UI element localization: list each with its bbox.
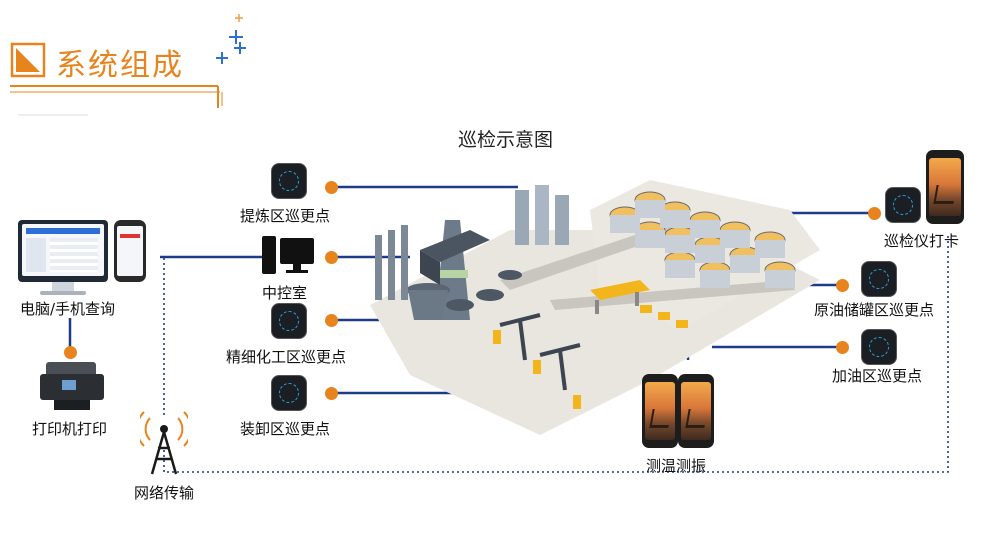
inspector-sensor-icon xyxy=(886,188,920,222)
refining-dot xyxy=(325,181,338,194)
refining-label: 提炼区巡更点 xyxy=(240,207,331,225)
section-title: 系统组成 xyxy=(56,48,184,83)
inspector-phone xyxy=(926,150,964,224)
diagram-title: 巡检示意图 xyxy=(458,129,554,151)
monitor-base xyxy=(40,291,86,295)
fine-chem-label: 精细化工区巡更点 xyxy=(226,348,347,366)
monitor-stand xyxy=(52,282,74,292)
fuel-station-dot xyxy=(836,341,849,354)
control-room-icon xyxy=(262,236,316,276)
inspector-label: 巡检仪打卡 xyxy=(884,232,960,250)
desktop-monitor xyxy=(18,220,108,282)
inspector-dot xyxy=(868,207,881,220)
refining-sensor-icon xyxy=(272,164,306,198)
network-label: 网络传输 xyxy=(134,484,195,502)
fine-chem-dot xyxy=(325,314,338,327)
crude-tank-sensor-icon xyxy=(862,262,896,296)
control-room-label: 中控室 xyxy=(262,284,308,302)
smartphone xyxy=(114,220,146,282)
loading-label: 装卸区巡更点 xyxy=(240,420,331,438)
fuel-station-sensor-icon xyxy=(862,330,896,364)
temp-vib-phone-right xyxy=(678,374,714,448)
fine-chem-sensor-icon xyxy=(272,304,306,338)
loading-sensor-icon xyxy=(272,376,306,410)
plant-graphic xyxy=(370,180,820,435)
loading-dot xyxy=(325,387,338,400)
control-room-dot xyxy=(325,251,338,264)
temp-vib-phone-left xyxy=(642,374,678,448)
pc-connector-dot xyxy=(64,346,77,359)
printer-icon xyxy=(40,362,104,410)
printer-label: 打印机打印 xyxy=(32,420,108,438)
pc-mobile-label: 电脑/手机查询 xyxy=(20,300,116,318)
network-tower-icon xyxy=(140,404,188,476)
fuel-station-label: 加油区巡更点 xyxy=(832,367,923,385)
crude-tank-dot xyxy=(836,279,849,292)
temp-vib-label: 测温测振 xyxy=(646,457,707,475)
plant-illustration xyxy=(350,150,970,440)
crude-tank-label: 原油储罐区巡更点 xyxy=(814,301,935,319)
